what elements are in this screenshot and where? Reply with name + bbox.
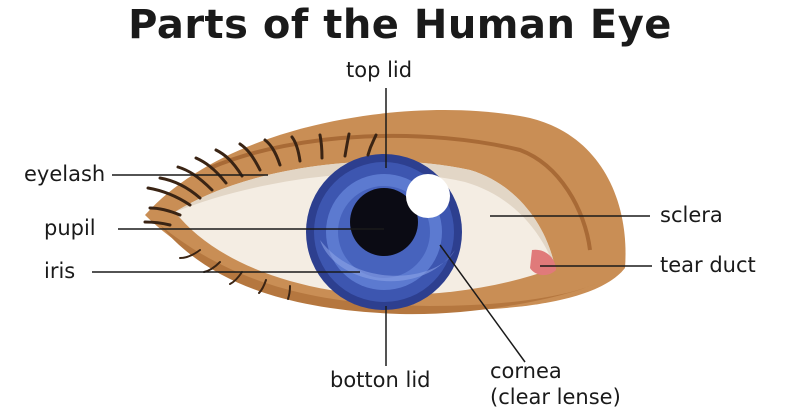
label-cornea-line2: (clear lense) [490,385,621,409]
label-botton-lid: botton lid [330,368,431,392]
iris-reflection [320,240,455,282]
diagram-title: Parts of the Human Eye [128,2,672,48]
lid-crease [209,133,592,251]
label-cornea-line1: cornea [490,359,562,383]
eyelashes [143,132,378,227]
label-eyelash: eyelash [24,162,106,186]
label-cornea: cornea (clear lense) [490,358,621,410]
label-pupil: pupil [44,216,96,240]
tear-duct-shape [530,249,556,276]
pupil-shape [350,188,418,256]
label-iris: iris [44,259,76,283]
label-sclera: sclera [660,203,723,227]
lower-lid-shadow [160,225,600,315]
label-top-lid: top lid [346,58,413,82]
cornea-highlight [406,174,450,218]
label-tear-duct: tear duct [660,253,756,277]
cornea-leader [439,244,526,363]
